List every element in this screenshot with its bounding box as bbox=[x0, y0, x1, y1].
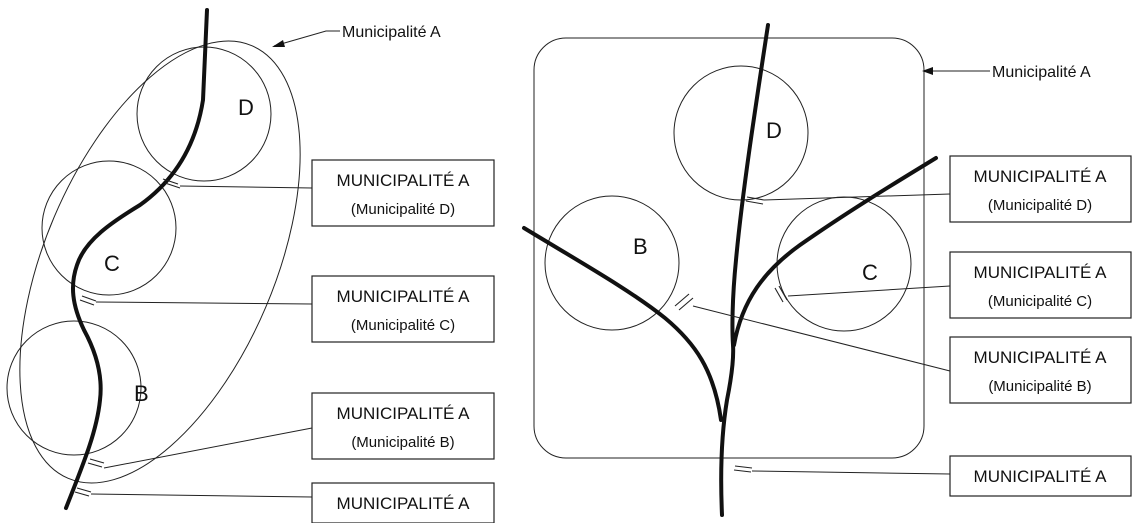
right-boundary-tick bbox=[778, 285, 788, 301]
left-callout-d: MUNICIPALITÉ A (Municipalité D) bbox=[311, 159, 495, 227]
right-circle-d bbox=[673, 65, 809, 201]
left-callout-c: MUNICIPALITÉ A (Municipalité C) bbox=[311, 275, 495, 343]
left-circle-b bbox=[6, 320, 142, 456]
right-boundary-tick bbox=[678, 297, 694, 311]
left-callout-b: MUNICIPALITÉ A (Municipalité B) bbox=[311, 392, 495, 460]
left-boundary-tick bbox=[87, 462, 103, 468]
svg-text:(Municipalité B): (Municipalité B) bbox=[988, 378, 1091, 395]
left-callout-leader bbox=[179, 185, 313, 189]
right-callout-leader bbox=[763, 193, 951, 201]
right-circle-d-label: D bbox=[766, 118, 782, 143]
left-circle-d-label: D bbox=[238, 95, 254, 120]
left-circle-c-label: C bbox=[104, 251, 120, 276]
right-circle-b bbox=[544, 195, 680, 331]
svg-text:MUNICIPALITÉ A: MUNICIPALITÉ A bbox=[974, 263, 1108, 282]
svg-text:(Municipalité C): (Municipalité C) bbox=[351, 317, 455, 334]
svg-text:MUNICIPALITÉ A: MUNICIPALITÉ A bbox=[337, 494, 471, 513]
right-boundary-tick bbox=[774, 287, 784, 303]
right-boundary-tick bbox=[733, 469, 752, 473]
right-boundary-tick bbox=[746, 196, 765, 201]
right-callout-c: MUNICIPALITÉ A (Municipalité C) bbox=[949, 251, 1132, 319]
right-road-right-branch bbox=[732, 156, 938, 347]
svg-text:MUNICIPALITÉ A: MUNICIPALITÉ A bbox=[974, 167, 1108, 186]
left-circle-c bbox=[41, 160, 177, 296]
right-callout-b: MUNICIPALITÉ A (Municipalité B) bbox=[949, 336, 1132, 404]
left-boundary-tick bbox=[74, 491, 90, 497]
svg-text:(Municipalité D): (Municipalité D) bbox=[988, 197, 1092, 214]
left-region-leader bbox=[273, 30, 340, 47]
right-diagram: D B C Municipalité A MUNICIPALITÉ A (Mun… bbox=[522, 23, 1132, 517]
left-callout-leader bbox=[103, 427, 313, 469]
right-road-trunk bbox=[719, 23, 770, 517]
left-region-boundary bbox=[19, 40, 301, 484]
left-callout-leader bbox=[95, 301, 313, 305]
left-boundary-tick bbox=[79, 299, 95, 306]
svg-text:(Municipalité B): (Municipalité B) bbox=[351, 434, 454, 451]
svg-text:MUNICIPALITÉ A: MUNICIPALITÉ A bbox=[337, 404, 471, 423]
right-region-boundary bbox=[533, 37, 925, 459]
svg-text:MUNICIPALITÉ A: MUNICIPALITÉ A bbox=[974, 467, 1108, 486]
svg-text:MUNICIPALITÉ A: MUNICIPALITÉ A bbox=[337, 171, 471, 190]
left-diagram: D C B Municipalité A MUNICIPALITÉ A (Mun… bbox=[6, 8, 495, 523]
svg-text:(Municipalité C): (Municipalité C) bbox=[988, 293, 1092, 310]
left-boundary-tick bbox=[162, 178, 179, 185]
left-circle-b-label: B bbox=[134, 381, 149, 406]
left-region-arrowhead bbox=[272, 40, 285, 47]
svg-text:MUNICIPALITÉ A: MUNICIPALITÉ A bbox=[337, 287, 471, 306]
right-callout-leader bbox=[751, 470, 951, 475]
left-boundary-tick bbox=[164, 182, 181, 189]
right-region-label: Municipalité A bbox=[992, 64, 1091, 81]
right-boundary-tick bbox=[674, 293, 690, 307]
left-callout-leader bbox=[90, 493, 313, 498]
right-callout-a: MUNICIPALITÉ A bbox=[949, 455, 1132, 497]
right-circle-c-label: C bbox=[862, 260, 878, 285]
left-boundary-tick bbox=[76, 487, 92, 493]
right-region-arrowhead bbox=[922, 67, 933, 75]
right-circle-b-label: B bbox=[633, 234, 648, 259]
left-boundary-tick bbox=[81, 295, 97, 302]
right-callout-d: MUNICIPALITÉ A (Municipalité D) bbox=[949, 155, 1132, 223]
left-callout-a: MUNICIPALITÉ A bbox=[311, 482, 495, 523]
right-boundary-tick bbox=[745, 200, 764, 205]
svg-text:(Municipalité D): (Municipalité D) bbox=[351, 201, 455, 218]
left-road bbox=[64, 8, 209, 510]
left-boundary-tick bbox=[89, 458, 105, 464]
right-callout-leader bbox=[787, 285, 951, 297]
left-region-label: Municipalité A bbox=[342, 24, 441, 41]
svg-text:MUNICIPALITÉ A: MUNICIPALITÉ A bbox=[974, 348, 1108, 367]
right-boundary-tick bbox=[734, 465, 753, 469]
right-road-left-branch bbox=[522, 226, 723, 422]
right-callout-leader bbox=[692, 305, 951, 372]
